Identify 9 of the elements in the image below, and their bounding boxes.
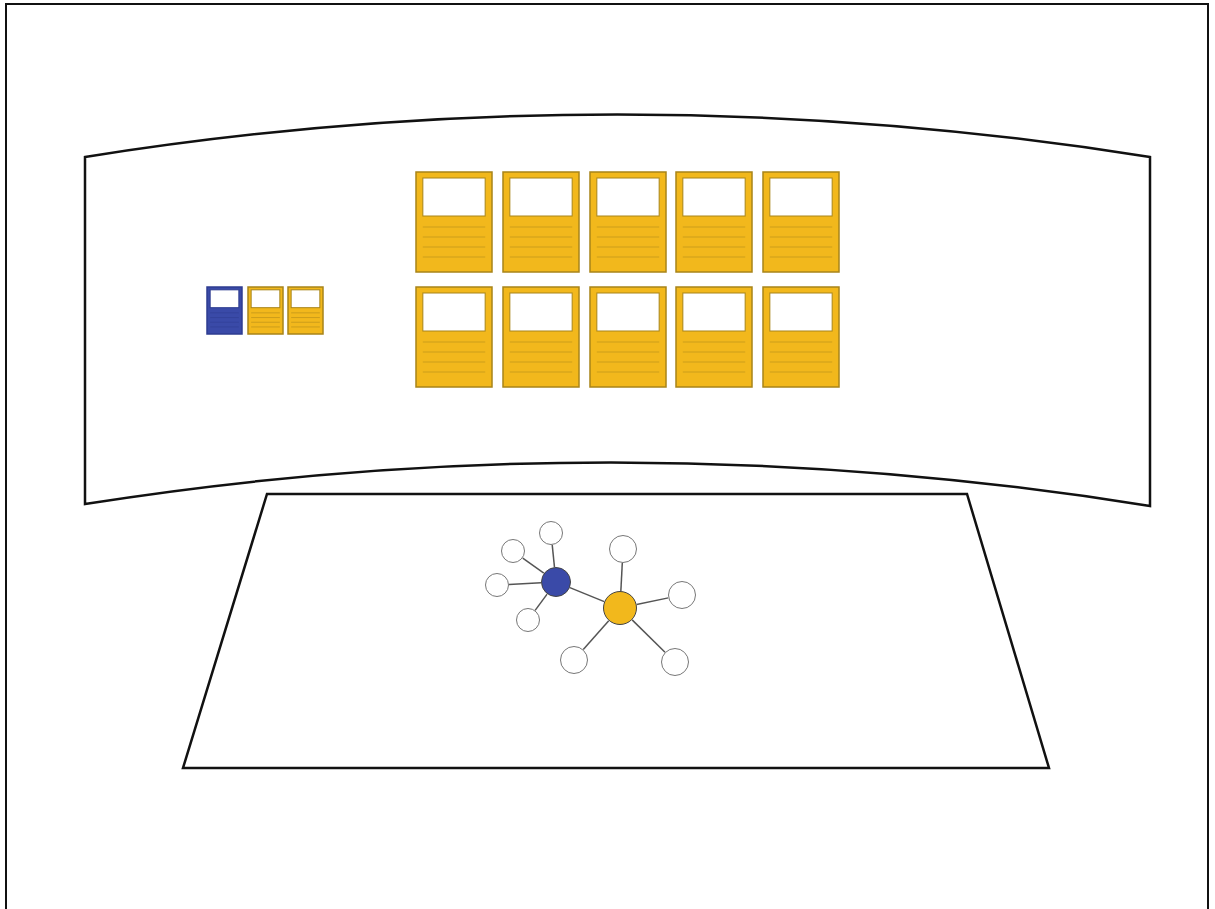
connector-line (508, 582, 542, 586)
connector-line (569, 586, 605, 603)
connector-line (534, 593, 548, 612)
connector-line (582, 620, 610, 651)
connector-line (631, 619, 666, 653)
connector-line (522, 557, 545, 574)
connector-line (551, 544, 556, 568)
connector-line (620, 562, 624, 592)
connector-line (635, 597, 670, 606)
